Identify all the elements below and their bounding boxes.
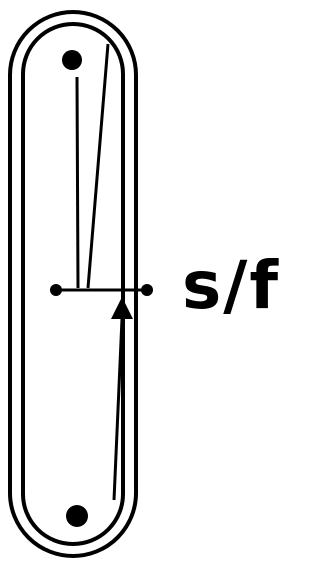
- arm-left-end-dot: [50, 284, 62, 296]
- switch-label: s/f: [182, 247, 281, 324]
- upper-lever-right-edge: [86, 43, 110, 289]
- bottom-pivot-dot: [66, 505, 88, 527]
- arrow-head: [111, 297, 133, 319]
- top-pivot-dot: [62, 50, 82, 70]
- arrow-shaft: [112, 318, 124, 501]
- arm-right-end-dot: [141, 284, 153, 296]
- outer-capsule-outline: [8, 10, 138, 558]
- inner-capsule-outline: [21, 22, 125, 546]
- upper-lever-left-edge: [75, 76, 80, 289]
